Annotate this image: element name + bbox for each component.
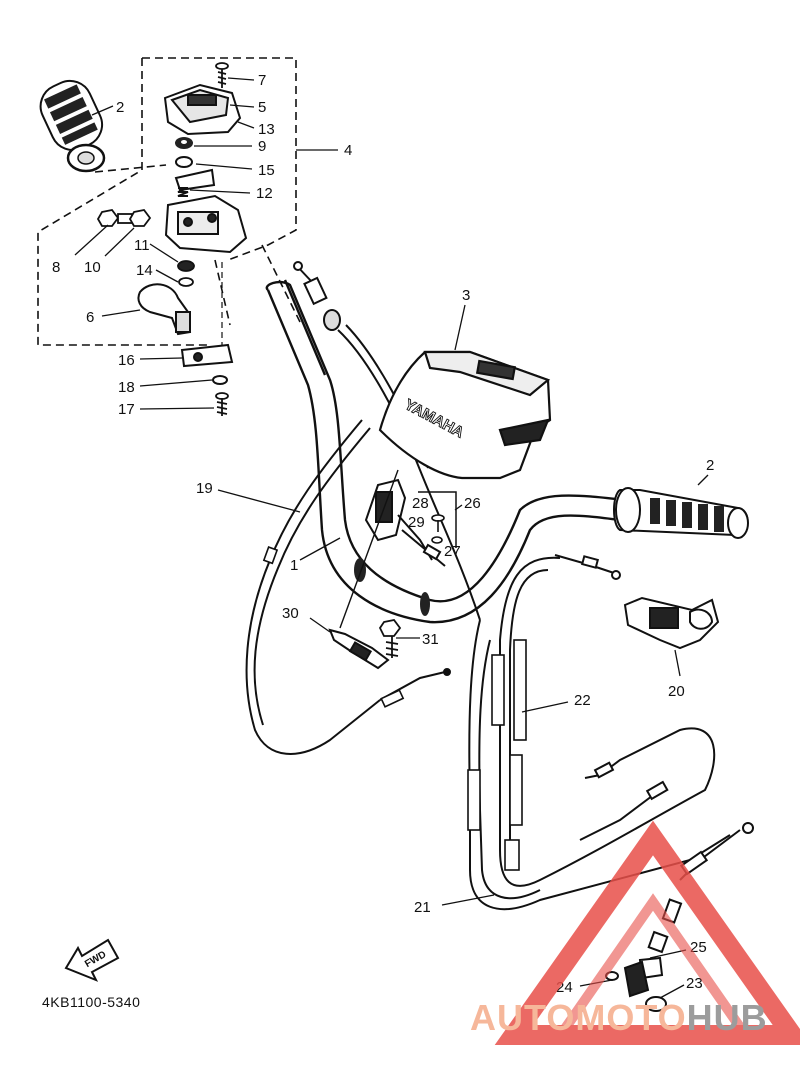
callout-29: 29 — [408, 514, 425, 531]
callout-10: 10 — [84, 259, 101, 276]
left-grip — [39, 79, 106, 173]
bracket-30 — [328, 628, 390, 670]
bracket-26 — [418, 491, 457, 548]
callout-25: 25 — [690, 939, 707, 956]
callout-22: 22 — [574, 692, 591, 709]
watermark-word-b: HUB — [687, 997, 768, 1038]
washer-18 — [212, 375, 228, 385]
washer-9 — [175, 137, 193, 149]
callout-13: 13 — [258, 121, 275, 138]
callout-21: 21 — [414, 899, 431, 916]
callout-20: 20 — [668, 683, 685, 700]
part-code: 4KB1100-5340 — [42, 994, 140, 1010]
watermark-triangle-logo — [494, 820, 800, 1045]
part-11-14 — [177, 260, 195, 287]
washer-15 — [174, 156, 216, 192]
cable-22 — [499, 556, 716, 887]
callout-3: 3 — [462, 287, 470, 304]
callout-2-right: 2 — [706, 457, 714, 474]
nut-10 — [128, 209, 152, 227]
callout-7: 7 — [258, 72, 266, 89]
svg-text:AUTOMOTOHUB: AUTOMOTOHUB — [470, 997, 768, 1038]
bolt-8 — [96, 209, 133, 227]
callout-28: 28 — [412, 495, 429, 512]
spring-12 — [177, 187, 189, 197]
callout-23: 23 — [686, 975, 703, 992]
cable-end-20 — [554, 554, 621, 580]
watermark: AUTOMOTOHUB — [470, 820, 800, 1045]
cable-19 — [245, 419, 451, 755]
leader-30-link — [339, 469, 399, 629]
fwd-arrow: FWD — [64, 938, 120, 982]
lever-6 — [137, 283, 192, 336]
callout-6: 6 — [86, 309, 94, 326]
callout-8: 8 — [52, 259, 60, 276]
callout-14: 14 — [136, 262, 153, 279]
callout-9: 9 — [258, 138, 266, 155]
callout-11: 11 — [134, 237, 150, 254]
screw-28 — [431, 514, 445, 532]
switch-housing-lower — [164, 194, 248, 254]
callout-19: 19 — [196, 480, 213, 497]
watermark-word-a: AUTOMOTO — [470, 997, 687, 1038]
callout-27: 27 — [444, 543, 461, 560]
bolt-31 — [378, 619, 402, 658]
callout-31: 31 — [422, 631, 439, 648]
cable-sleeves — [467, 639, 527, 871]
callout-2-left: 2 — [116, 99, 124, 116]
callout-16: 16 — [118, 352, 135, 369]
cap-23 — [645, 996, 667, 1012]
callout-1: 1 — [290, 557, 298, 574]
callout-17: 17 — [118, 401, 135, 418]
callout-12: 12 — [256, 185, 273, 202]
leader-lines — [74, 77, 709, 999]
callout-30: 30 — [282, 605, 299, 622]
callout-15: 15 — [258, 162, 275, 179]
right-grip — [613, 487, 749, 539]
callout-18: 18 — [118, 379, 135, 396]
handlebar-cover-3: YAMAHA — [378, 350, 552, 480]
callout-26: 26 — [464, 495, 481, 512]
washer-29 — [431, 536, 443, 544]
callout-4: 4 — [344, 142, 352, 159]
switch-housing-upper — [163, 83, 242, 136]
throttle-housing-20 — [623, 596, 720, 650]
callout-5: 5 — [258, 99, 266, 116]
clamp-16 — [180, 343, 234, 368]
screw-7 — [215, 62, 229, 88]
screw-17 — [215, 392, 229, 416]
callout-labels: 2 7 5 13 9 15 4 12 8 10 11 14 6 16 18 17… — [52, 72, 714, 996]
